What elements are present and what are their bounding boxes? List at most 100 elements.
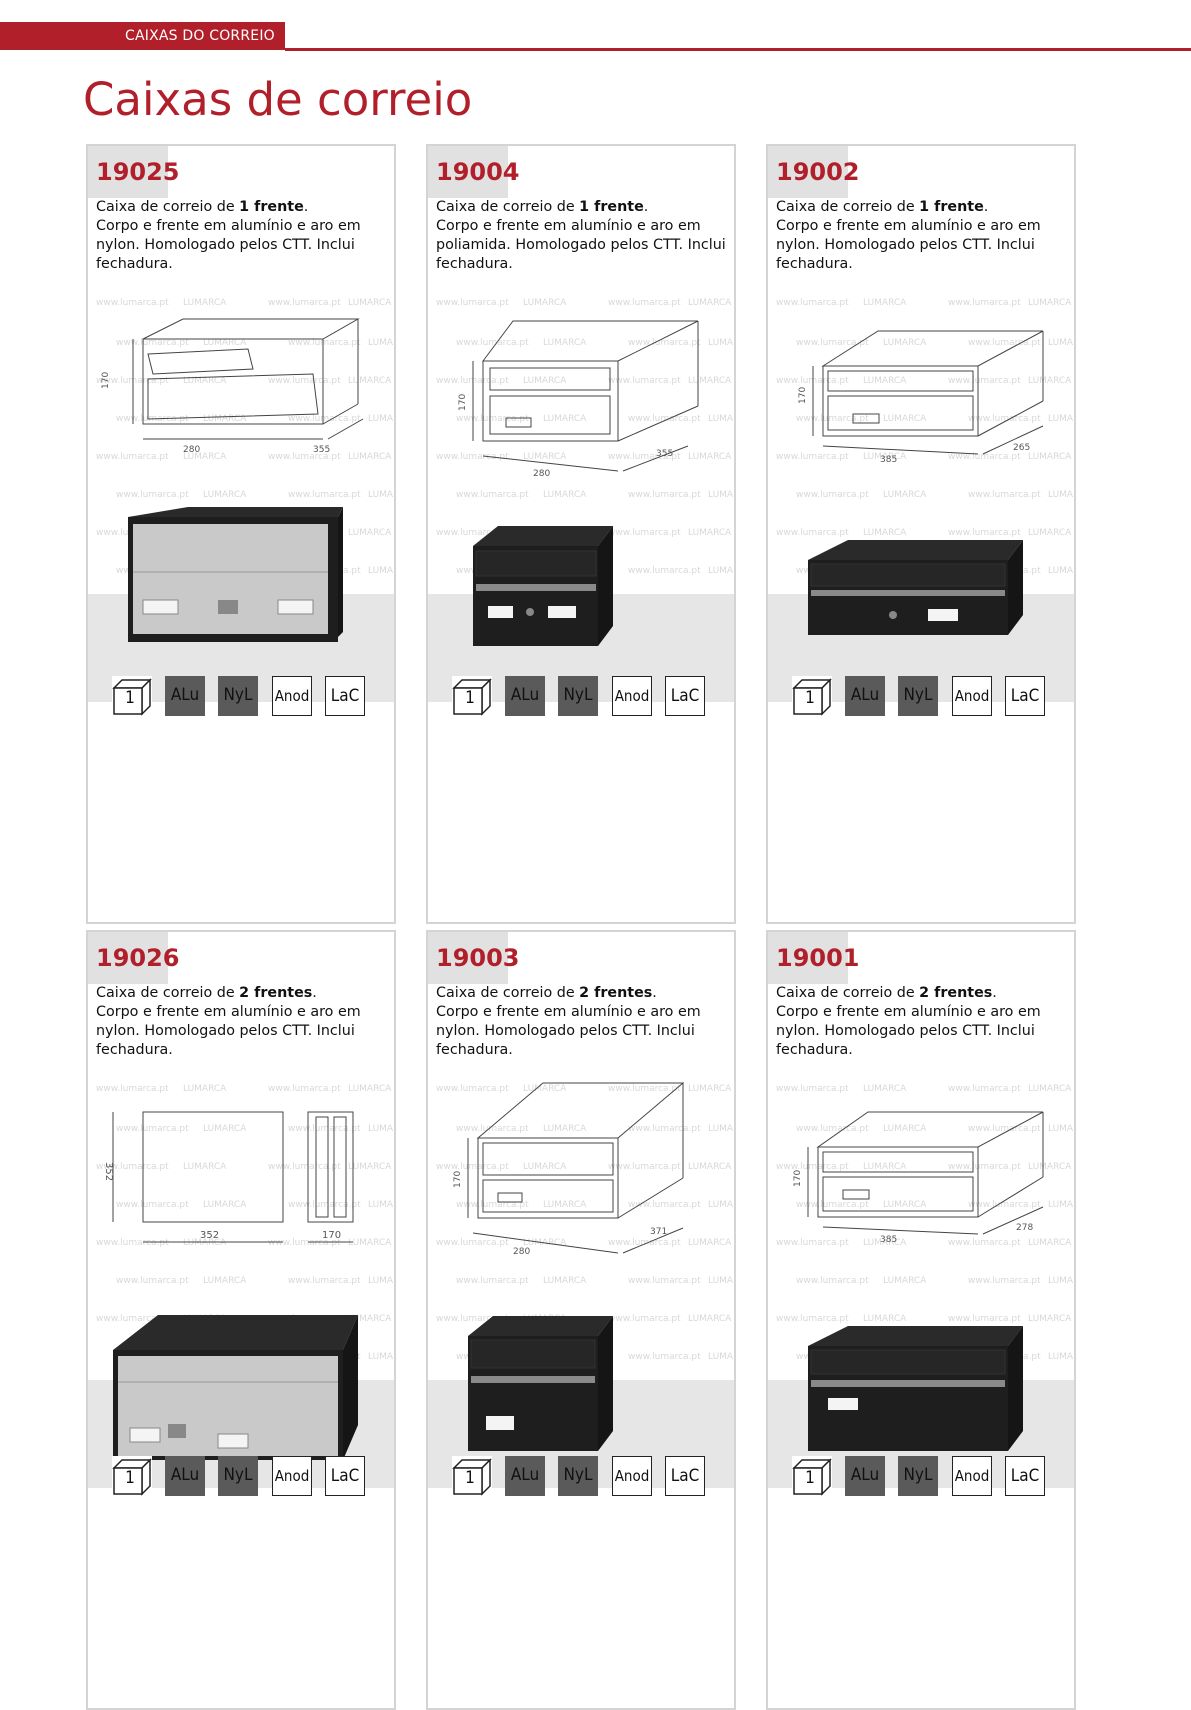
dimension-label: 170 <box>101 372 111 389</box>
watermark-text: www.lumarca.pt <box>948 1162 1021 1172</box>
watermark-text: www.lumarca.pt <box>796 1200 869 1210</box>
watermark-text: www.lumarca.pt <box>776 376 849 386</box>
nylon-icon: NyL <box>218 676 258 716</box>
watermark-text: LUMARCA <box>203 414 247 424</box>
watermark-text: www.lumarca.pt <box>796 414 869 424</box>
watermark-text: LUMARCA <box>708 414 734 424</box>
watermark-text: www.lumarca.pt <box>628 1276 701 1286</box>
watermark-text: www.lumarca.pt <box>968 414 1041 424</box>
watermark-text: LUMARCA <box>863 452 907 462</box>
watermark-text: LUMARCA <box>203 1276 247 1286</box>
watermark-text: www.lumarca.pt <box>968 1124 1041 1134</box>
watermark-text: www.lumarca.pt <box>776 1238 849 1248</box>
technical-drawing: 170 280 371 <box>428 1078 734 1258</box>
dimension-label: 280 <box>183 445 200 455</box>
watermark-text: LUMARCA <box>183 1084 227 1094</box>
product-code: 19025 <box>96 158 180 186</box>
watermark-text: www.lumarca.pt <box>948 528 1021 538</box>
watermark-text: www.lumarca.pt <box>456 414 529 424</box>
watermark-text: www.lumarca.pt <box>948 298 1021 308</box>
watermark-text: LUMARCA <box>203 1124 247 1134</box>
nylon-icon: NyL <box>898 676 938 716</box>
watermark-text: LUMARCA <box>883 1276 927 1286</box>
watermark-text: LUMARCA <box>1048 414 1074 424</box>
product-details: Corpo e frente em alumínio e aro em nylo… <box>96 1004 361 1058</box>
dimension-label: 355 <box>656 449 673 459</box>
watermark-text: www.lumarca.pt <box>96 376 169 386</box>
watermark-text: www.lumarca.pt <box>436 528 509 538</box>
watermark-text: www.lumarca.pt <box>628 414 701 424</box>
watermark-text: LUMARCA <box>543 490 587 500</box>
watermark-text: www.lumarca.pt <box>288 1276 361 1286</box>
front-count: 1 frente <box>919 199 984 215</box>
material-icon-label: 1 <box>805 688 815 708</box>
watermark-text: LUMARCA <box>348 1084 392 1094</box>
aluminium-icon: ALu <box>505 676 545 716</box>
product-code: 19003 <box>436 944 520 972</box>
watermark-text: LUMARCA <box>1028 1084 1072 1094</box>
technical-drawing: 352 352 170 <box>88 1102 394 1282</box>
watermark-text: www.lumarca.pt <box>288 338 361 348</box>
aluminium-icon: ALu <box>165 676 205 716</box>
watermark-text: LUMARCA <box>708 1276 734 1286</box>
watermark-text: www.lumarca.pt <box>608 1162 681 1172</box>
anodized-icon: Anod <box>272 676 312 716</box>
watermark-text: LUMARCA <box>368 1352 394 1362</box>
material-icon-label: ALu <box>850 685 880 705</box>
product-code: 19004 <box>436 158 520 186</box>
watermark-text: LUMARCA <box>708 338 734 348</box>
front-count: 2 frentes <box>919 985 993 1001</box>
product-description: Caixa de correio de 2 frentes. Corpo e f… <box>436 985 701 1058</box>
material-icon-label: Anod <box>954 687 990 705</box>
watermark-text: LUMARCA <box>863 376 907 386</box>
watermark-text: LUMARCA <box>1028 1314 1072 1324</box>
aluminium-icon: ALu <box>845 676 885 716</box>
watermark-text: LUMARCA <box>883 414 927 424</box>
dimension-label: 170 <box>453 1171 463 1188</box>
watermark-text: www.lumarca.pt <box>948 1314 1021 1324</box>
watermark-text: www.lumarca.pt <box>796 1276 869 1286</box>
watermark-text: www.lumarca.pt <box>608 376 681 386</box>
lacquered-icon: LaC <box>325 676 365 716</box>
watermark-text: www.lumarca.pt <box>288 490 361 500</box>
front-count: 1 frente <box>239 199 304 215</box>
watermark-text: www.lumarca.pt <box>456 1276 529 1286</box>
watermark-text: LUMARCA <box>883 338 927 348</box>
watermark-text: www.lumarca.pt <box>116 1124 189 1134</box>
watermark-text: www.lumarca.pt <box>288 1200 361 1210</box>
anodized-icon: Anod <box>952 1456 992 1496</box>
material-icon-label: 1 <box>465 1468 475 1488</box>
watermark-text: www.lumarca.pt <box>436 298 509 308</box>
lacquered-icon: LaC <box>325 1456 365 1496</box>
watermark-text: www.lumarca.pt <box>628 1124 701 1134</box>
product-description: Caixa de correio de 2 frentes. Corpo e f… <box>96 985 361 1058</box>
product-code-box: 19003 <box>428 932 520 984</box>
watermark-text: www.lumarca.pt <box>628 1200 701 1210</box>
watermark-text: LUMARCA <box>1028 298 1072 308</box>
watermark-text: www.lumarca.pt <box>968 1200 1041 1210</box>
watermark-text: LUMARCA <box>348 528 392 538</box>
product-photo <box>428 526 734 706</box>
watermark-text: www.lumarca.pt <box>456 338 529 348</box>
watermark-text: LUMARCA <box>348 376 392 386</box>
product-code: 19026 <box>96 944 180 972</box>
watermark-text: www.lumarca.pt <box>116 1276 189 1286</box>
dimension-label: 170 <box>322 1230 341 1241</box>
watermark-text: www.lumarca.pt <box>948 376 1021 386</box>
product-description: Caixa de correio de 2 frentes. Corpo e f… <box>776 985 1041 1058</box>
product-details: Corpo e frente em alumínio e aro em nylo… <box>776 1004 1041 1058</box>
watermark-text: www.lumarca.pt <box>776 452 849 462</box>
nylon-icon: NyL <box>218 1456 258 1496</box>
front-count: 1 frente <box>579 199 644 215</box>
watermark-text: LUMARCA <box>368 566 394 576</box>
watermark-text: www.lumarca.pt <box>948 1238 1021 1248</box>
watermark-text: LUMARCA <box>203 490 247 500</box>
watermark-text: LUMARCA <box>863 1314 907 1324</box>
watermark-text: LUMARCA <box>348 1314 392 1324</box>
dimension-label: 170 <box>798 387 808 404</box>
watermark-text: www.lumarca.pt <box>456 1200 529 1210</box>
watermark-text: LUMARCA <box>1048 566 1074 576</box>
watermark-text: LUMARCA <box>708 490 734 500</box>
watermark-text: LUMARCA <box>368 414 394 424</box>
